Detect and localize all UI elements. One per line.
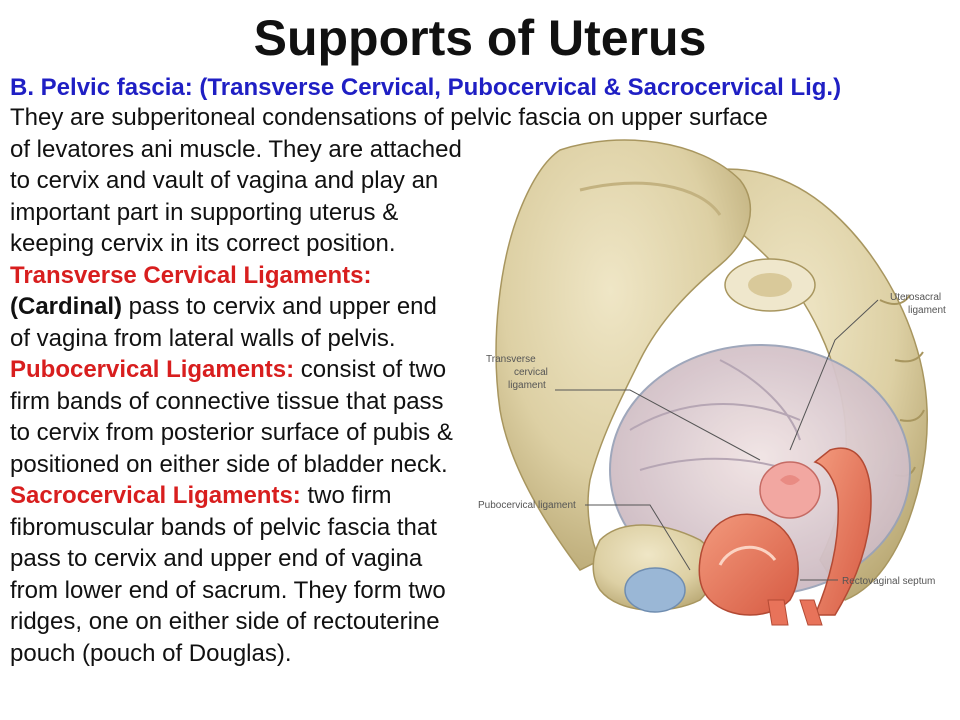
transverse-line: (Cardinal) pass to cervix and upper end: [10, 291, 437, 322]
transverse-label: Transverse: [486, 354, 536, 365]
vagina-urethra: [767, 599, 823, 626]
page-title: Supports of Uterus: [253, 10, 707, 66]
sacrocervical-text: two firm: [300, 482, 392, 509]
sacrocervical-line: fibromuscular bands of pelvic fascia tha…: [10, 514, 437, 541]
transverse-line: of vagina from lateral walls of pelvis.: [10, 325, 396, 352]
pubocervical-heading: Pubocervical Ligaments:: [10, 356, 295, 383]
pubocervical-label: Pubocervical ligament: [478, 500, 576, 511]
sacrocervical-line: pouch (pouch of Douglas).: [10, 640, 292, 667]
sacrocervical-line: ridges, one on either side of rectouteri…: [10, 608, 440, 635]
uterus-cervix: [759, 461, 821, 519]
sacrocervical-line: Sacrocervical Ligaments: two firm: [10, 480, 391, 511]
intro-line: of levatores ani muscle. They are attach…: [10, 136, 462, 163]
pelvis-illustration: Uterosacral ligament Transverse cervical…: [478, 139, 946, 626]
uterosacral-label: Uterosacral: [890, 292, 941, 303]
transverse-label: ligament: [508, 380, 546, 391]
intro-line: keeping cervix in its correct position.: [10, 230, 396, 257]
intro-line: to cervix and vault of vagina and play a…: [10, 167, 439, 194]
leader-lines: [555, 299, 879, 581]
intro-line: important part in supporting uterus &: [10, 199, 399, 226]
uterosacral-label: ligament: [908, 305, 946, 316]
pubocervical-text: consist of two: [294, 356, 447, 383]
section-heading: B. Pelvic fascia: (Transverse Cervical, …: [10, 74, 842, 101]
sacrocervical-line: from lower end of sacrum. They form two: [10, 577, 446, 604]
pubocervical-line: Pubocervical Ligaments: consist of two: [10, 354, 446, 385]
sacrocervical-heading: Sacrocervical Ligaments:: [10, 482, 301, 509]
transverse-heading: Transverse Cervical Ligaments:: [10, 262, 372, 289]
bladder: [698, 513, 799, 616]
rectovaginal-label: Rectovaginal septum: [842, 576, 935, 587]
ilium-bone: [495, 139, 752, 571]
pubis-bone: [592, 524, 716, 613]
pubocervical-line: to cervix from posterior surface of pubi…: [10, 419, 453, 446]
pubocervical-line: positioned on either side of bladder nec…: [10, 451, 448, 478]
intro-line: They are subperitoneal condensations of …: [10, 104, 768, 131]
pubocervical-line: firm bands of connective tissue that pas…: [10, 388, 444, 415]
transverse-label: cervical: [514, 367, 548, 378]
sacrocervical-line: pass to cervix and upper end of vagina: [10, 545, 423, 572]
cardinal-label: (Cardinal): [10, 293, 123, 320]
rectum: [813, 447, 872, 616]
transverse-text: pass to cervix and upper end: [122, 293, 437, 320]
